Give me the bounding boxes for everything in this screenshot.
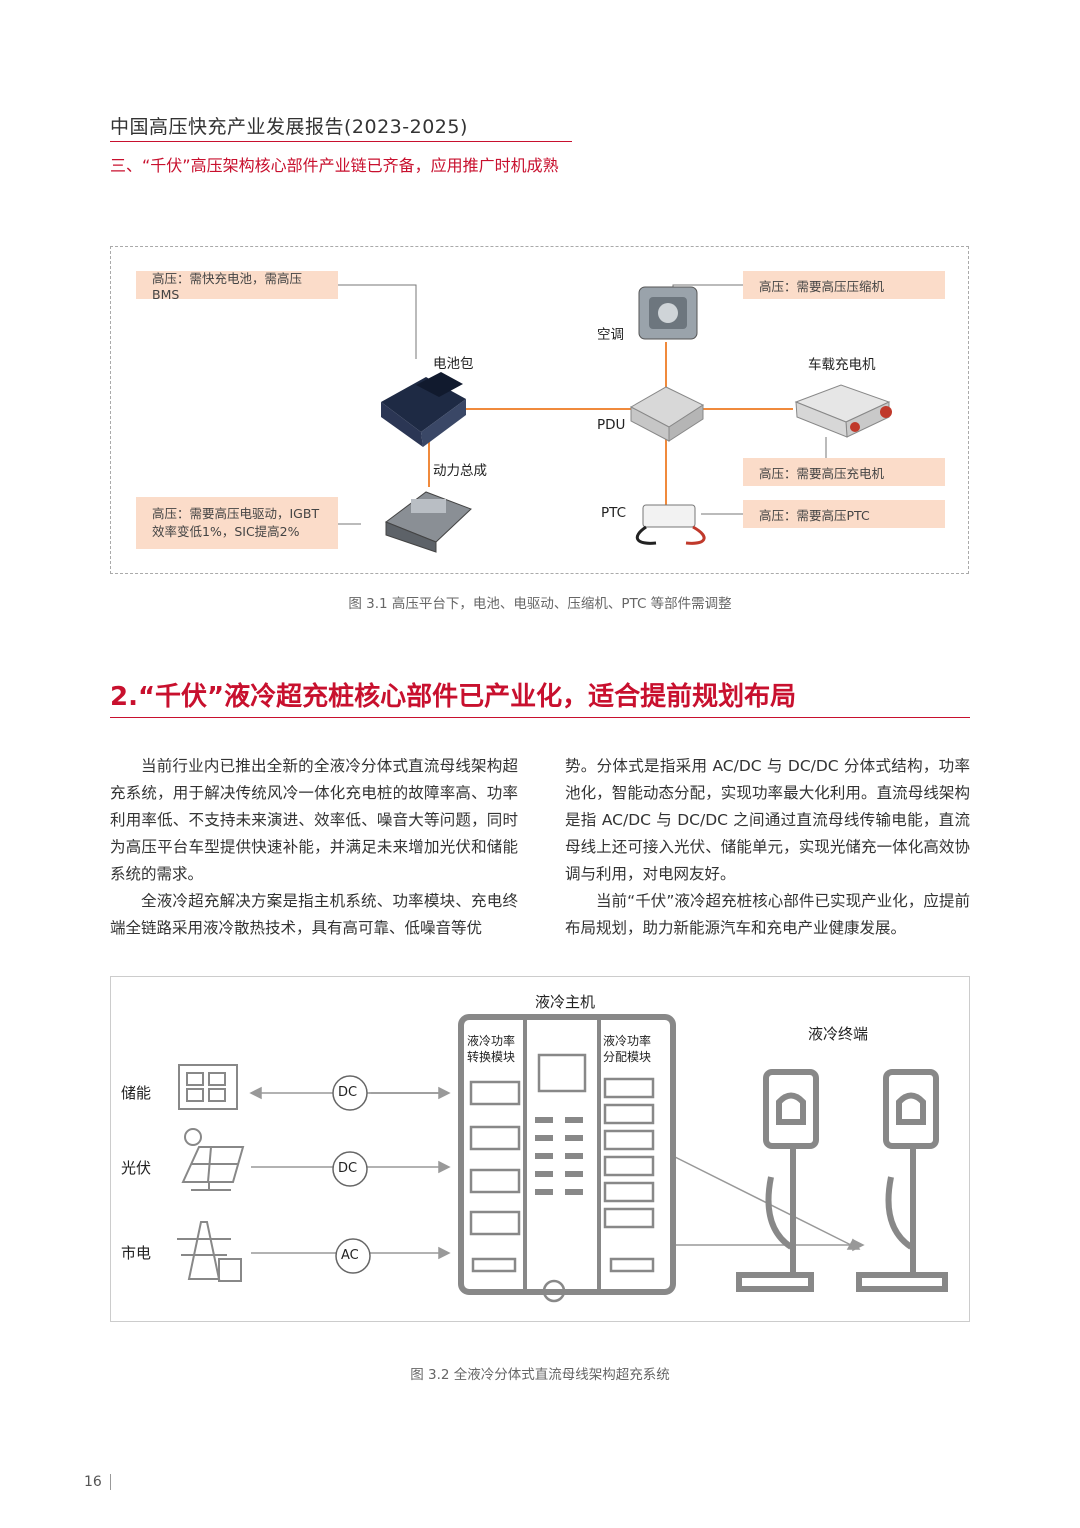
label-obc: 车载充电机 (808, 357, 876, 373)
figure-3-2: 液冷主机 液冷终端 液冷功率 转换模块 液冷功率 分配模块 储能 光伏 市电 D… (110, 976, 970, 1322)
arrow-head-left (249, 1086, 262, 1100)
battery-pack-icon (381, 372, 466, 447)
battery-note-connector (338, 284, 417, 359)
converter-label-1: DC (338, 1085, 358, 1100)
conversion-module-2 (469, 1125, 521, 1151)
conversion-module-4 (469, 1210, 521, 1236)
note-drive-line2: 效率变低1%，SIC提高2% (152, 524, 300, 539)
conversion-module-label-line1: 液冷功率 (467, 1034, 516, 1048)
converter-circle-1 (332, 1075, 368, 1111)
note-drive: 高压：需要高压电驱动，IGBT 效率变低1%，SIC提高2% (136, 497, 338, 549)
distribution-module-label: 液冷功率 分配模块 (603, 1033, 651, 1065)
source-grid-label: 市电 (121, 1244, 152, 1262)
conversion-module-3 (469, 1168, 521, 1194)
conversion-module-label-line2: 转换模块 (467, 1050, 516, 1064)
conversion-module-1 (469, 1080, 521, 1106)
source-storage-label: 储能 (121, 1084, 152, 1102)
charging-terminal-1 (736, 1069, 819, 1292)
converter-label-3: AC (341, 1248, 359, 1263)
chapter-subtitle: 三、“千伏”高压架构核心部件产业链已齐备，应用推广时机成熟 (110, 156, 559, 175)
figure-3-2-diagram (177, 1014, 948, 1303)
figure-3-1-caption: 图 3.1 高压平台下，电池、电驱动、压缩机、PTC 等部件需调整 (348, 596, 732, 612)
figure-3-2-caption: 图 3.2 全液冷分体式直流母线架构超充系统 (410, 1367, 670, 1383)
label-battery-pack: 电池包 (433, 356, 474, 372)
body-paragraph-2: 全液冷超充解决方案是指主机系统、功率模块、充电终端全链路采用液冷散热技术，具有高… (110, 892, 518, 937)
body-left-column: 当前行业内已推出全新的全液冷分体式直流母线架构超充系统，用于解决传统风冷一体化充… (110, 753, 518, 942)
report-title: 中国高压快充产业发展报告(2023-2025) (110, 116, 468, 138)
terminal-title: 液冷终端 (808, 1025, 869, 1043)
note-ptc: 高压：需要高压PTC (743, 500, 945, 528)
distribution-module-5 (603, 1181, 655, 1203)
section-title: 2.“千伏”液冷超充桩核心部件已产业化，适合提前规划布局 (110, 682, 797, 712)
ptc-heater-icon (635, 504, 706, 545)
page-number-divider (110, 1474, 111, 1490)
label-pdu: PDU (597, 417, 626, 433)
distribution-module-1 (603, 1077, 655, 1099)
label-powertrain: 动力总成 (433, 463, 487, 479)
body-right-column: 势。分体式是指采用 AC/DC 与 DC/DC 分体式结构，功率池化，智能动态分… (565, 753, 970, 942)
host-display (537, 1053, 587, 1093)
source-solar-label: 光伏 (121, 1159, 152, 1177)
conversion-module-label: 液冷功率 转换模块 (467, 1033, 515, 1065)
pdu-icon (629, 386, 705, 442)
note-charger: 高压：需要高压充电机 (743, 458, 945, 486)
compressor-icon (638, 286, 698, 340)
label-ac: 空调 (597, 327, 624, 343)
distribution-module-label-line1: 液冷功率 (603, 1034, 652, 1048)
host-title: 液冷主机 (535, 993, 596, 1011)
converter-label-2: DC (338, 1161, 358, 1176)
distribution-module-2 (603, 1103, 655, 1125)
host-vents (535, 1117, 583, 1195)
header-rule (110, 141, 572, 142)
note-compressor: 高压：需要高压压缩机 (743, 271, 945, 299)
label-ptc: PTC (601, 505, 627, 521)
body-paragraph-2-cont: 势。分体式是指采用 AC/DC 与 DC/DC 分体式结构，功率池化，智能动态分… (565, 757, 970, 883)
onboard-charger-icon (794, 384, 892, 438)
body-paragraph-1: 当前行业内已推出全新的全液冷分体式直流母线架构超充系统，用于解决传统风冷一体化充… (110, 757, 518, 883)
distribution-module-4 (603, 1155, 655, 1177)
section-rule (110, 717, 970, 718)
converter-circle-2 (332, 1151, 368, 1187)
page-number: 16 (84, 1474, 102, 1490)
distribution-module-label-line2: 分配模块 (603, 1050, 652, 1064)
body-paragraph-3: 当前“千伏”液冷超充桩核心部件已实现产业化，应提前布局规划，助力新能源汽车和充电… (565, 892, 970, 937)
charging-terminal-2 (856, 1069, 948, 1292)
distribution-module-3 (603, 1129, 655, 1151)
note-battery: 高压：需快充电池，需高压BMS (136, 271, 338, 302)
host-cabinet (458, 1014, 676, 1295)
power-grid-icon (177, 1221, 242, 1282)
solar-icon (181, 1128, 245, 1191)
figure-3-1: 高压：需快充电池，需高压BMS 高压：需要高压压缩机 高压：需要高压充电机 高压… (110, 246, 969, 574)
figure-3-1-diagram (311, 284, 892, 553)
power-lines (428, 342, 793, 505)
note-drive-line1: 高压：需要高压电驱动，IGBT (152, 506, 320, 521)
converter-circle-3 (335, 1238, 371, 1274)
distribution-module-6 (603, 1207, 655, 1229)
storage-icon (178, 1064, 238, 1110)
powertrain-icon (384, 491, 472, 553)
